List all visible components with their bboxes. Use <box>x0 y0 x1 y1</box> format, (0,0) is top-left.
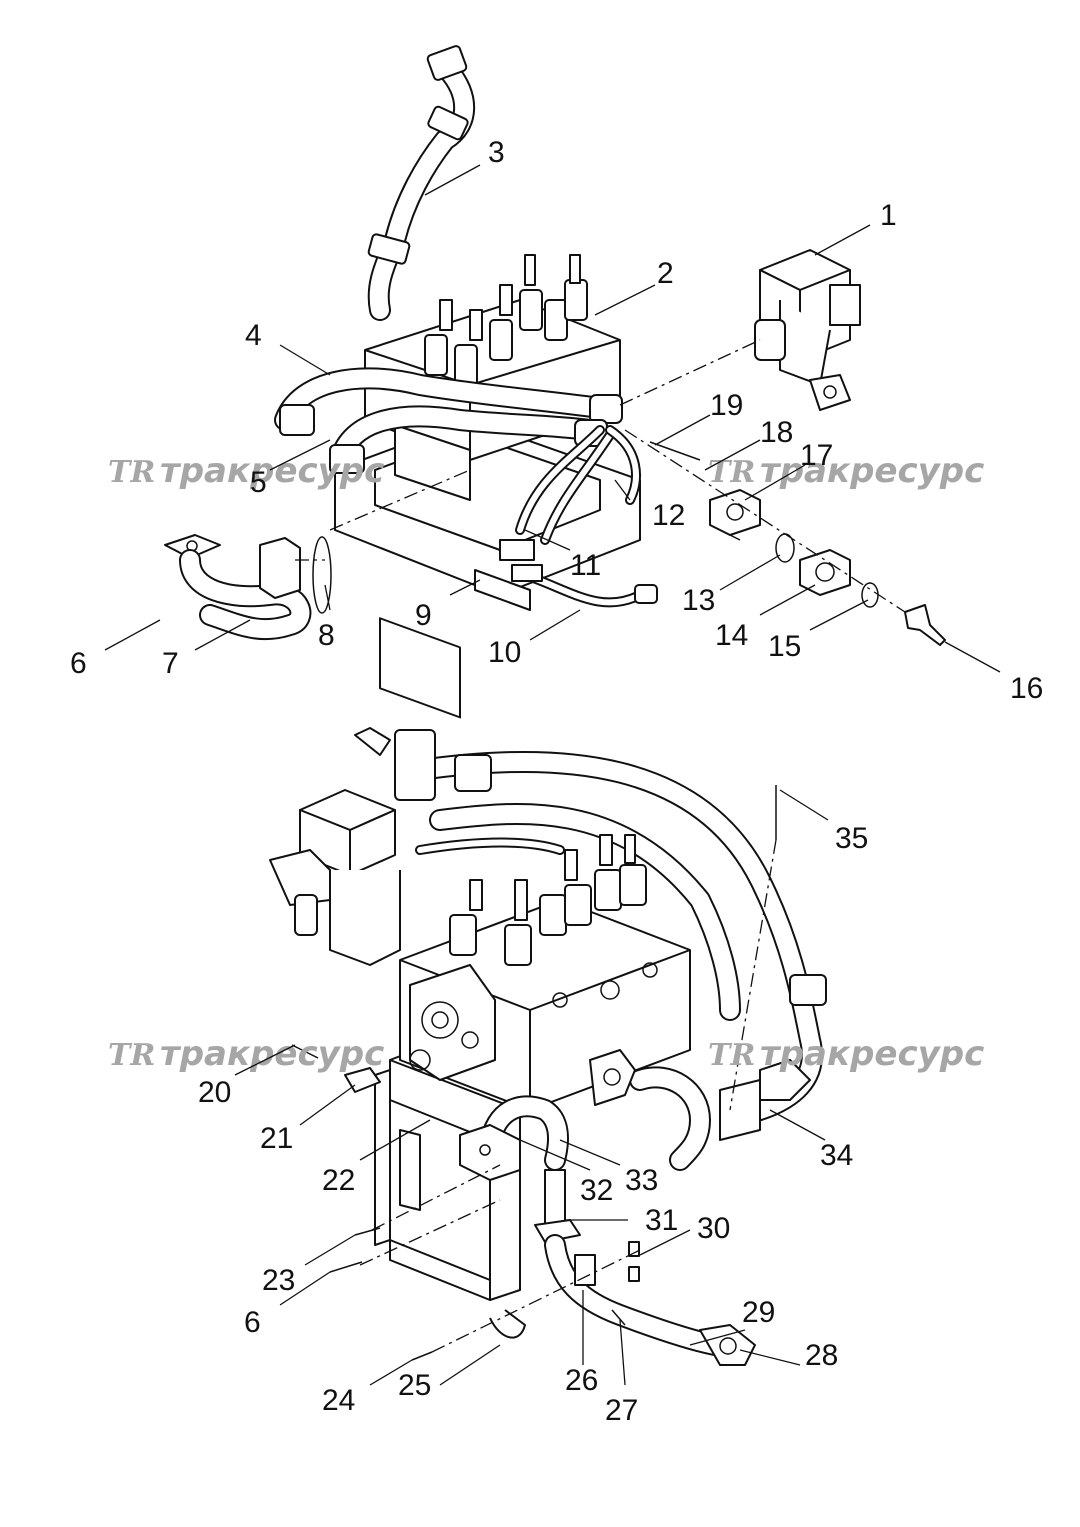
callout-2: 2 <box>657 257 674 290</box>
callout-10: 10 <box>488 636 521 669</box>
callout-35: 35 <box>835 822 868 855</box>
callout-26: 26 <box>565 1364 598 1397</box>
callout-23: 23 <box>262 1264 295 1297</box>
watermark-logo: TR <box>108 455 155 490</box>
callout-4: 4 <box>245 319 262 352</box>
callout-5: 5 <box>250 466 267 499</box>
callout-16: 16 <box>1010 672 1043 705</box>
watermark-text: тракресурс <box>160 451 384 491</box>
callout-19: 19 <box>710 389 743 422</box>
callout-21: 21 <box>260 1122 293 1155</box>
callout-32: 32 <box>580 1174 613 1207</box>
solenoid-stack-top <box>424 254 588 386</box>
watermark-right-bottom: TR тракресурс <box>708 1034 984 1074</box>
callout-29: 29 <box>742 1296 775 1329</box>
callout-15: 15 <box>768 630 801 663</box>
callout-25: 25 <box>398 1369 431 1402</box>
callout-20: 20 <box>198 1076 231 1109</box>
watermark-left-top: TR тракресурс <box>108 451 384 491</box>
part-1-valve <box>754 249 861 411</box>
part-7-pipe <box>164 534 312 641</box>
watermark-text: тракресурс <box>760 451 984 491</box>
callout-17: 17 <box>800 439 833 472</box>
callout-numbers: 1 2 3 4 5 6 7 8 9 10 11 12 13 14 15 16 1… <box>70 136 1043 1427</box>
watermark-left-bottom: TR тракресурс <box>108 1034 384 1074</box>
watermark-logo: TR <box>708 455 755 490</box>
callout-11: 11 <box>570 549 601 582</box>
callout-30: 30 <box>697 1212 730 1245</box>
callout-27: 27 <box>605 1394 638 1427</box>
bottom-assembly <box>269 727 827 1366</box>
callout-28: 28 <box>805 1339 838 1372</box>
callout-6: 6 <box>70 647 87 680</box>
watermark-text: тракресурс <box>760 1034 984 1074</box>
watermark: TR тракресурс TR тракресурс TR тракресур… <box>108 451 984 1074</box>
callout-8: 8 <box>318 619 335 652</box>
callout-33: 33 <box>625 1164 658 1197</box>
callout-14: 14 <box>715 619 748 652</box>
callout-22: 22 <box>322 1164 355 1197</box>
left-filter-housing <box>269 727 436 966</box>
watermark-logo: TR <box>108 1038 155 1073</box>
solenoid-stack-bottom <box>449 834 647 966</box>
callout-24: 24 <box>322 1384 355 1417</box>
watermark-right-top: TR тракресурс <box>708 451 984 491</box>
callout-3: 3 <box>488 136 505 169</box>
callout-1: 1 <box>880 199 897 232</box>
callout-18: 18 <box>760 416 793 449</box>
callout-12: 12 <box>652 499 685 532</box>
callout-34: 34 <box>820 1139 853 1172</box>
watermark-logo: TR <box>708 1038 755 1073</box>
callout-7: 7 <box>162 647 179 680</box>
leader-lines <box>104 164 1001 1386</box>
callout-9: 9 <box>415 599 432 632</box>
callout-6-bottom: 6 <box>244 1306 261 1339</box>
callout-13: 13 <box>682 584 715 617</box>
callout-31: 31 <box>645 1204 678 1237</box>
watermark-text: тракресурс <box>160 1034 384 1074</box>
top-assembly <box>164 45 946 719</box>
